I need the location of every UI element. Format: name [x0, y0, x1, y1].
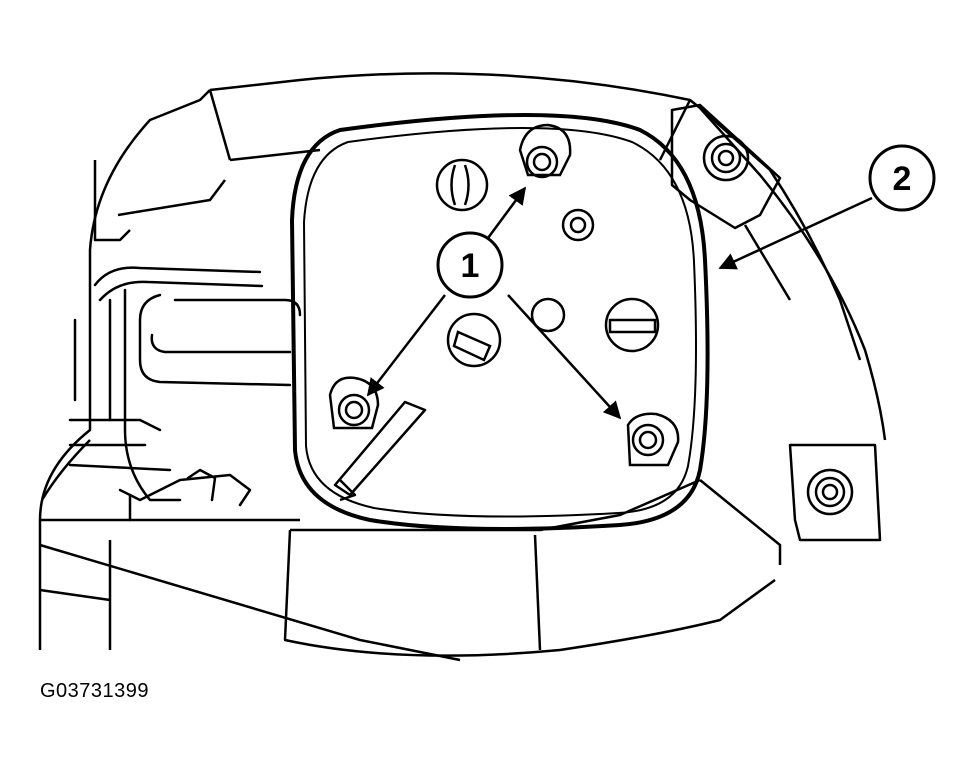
plate-wire-clip: [333, 400, 427, 502]
adjuster-slot-right: [604, 297, 660, 353]
right-mounting-screw: [626, 412, 680, 467]
left-housing: [38, 89, 461, 662]
callout-number-2: 2: [893, 160, 912, 198]
mirror-housing: [208, 72, 887, 657]
mirror-glass-plate: [290, 113, 710, 531]
callout-bubble-2: 2: [868, 144, 936, 212]
pivot-small-circle: [561, 208, 595, 242]
callout-number-1: 1: [461, 247, 480, 285]
right-bracket: [670, 103, 882, 542]
callout-bubble-1: 1: [436, 231, 504, 299]
bracket-bolt-lower: [806, 468, 854, 516]
figure-id-label: G03731399: [40, 680, 150, 702]
wiring-harness: [68, 266, 302, 522]
bracket-bolt-upper: [702, 134, 750, 182]
pivot-center-circle: [530, 297, 566, 333]
left-mounting-screw: [328, 376, 380, 430]
upper-mounting-screw: [518, 123, 572, 179]
adjuster-slot-top-left: [435, 158, 489, 212]
callout-arrow-item-2: [718, 196, 873, 270]
callout-arrows-item-1: [366, 186, 622, 420]
adjuster-slot-center: [446, 312, 502, 368]
